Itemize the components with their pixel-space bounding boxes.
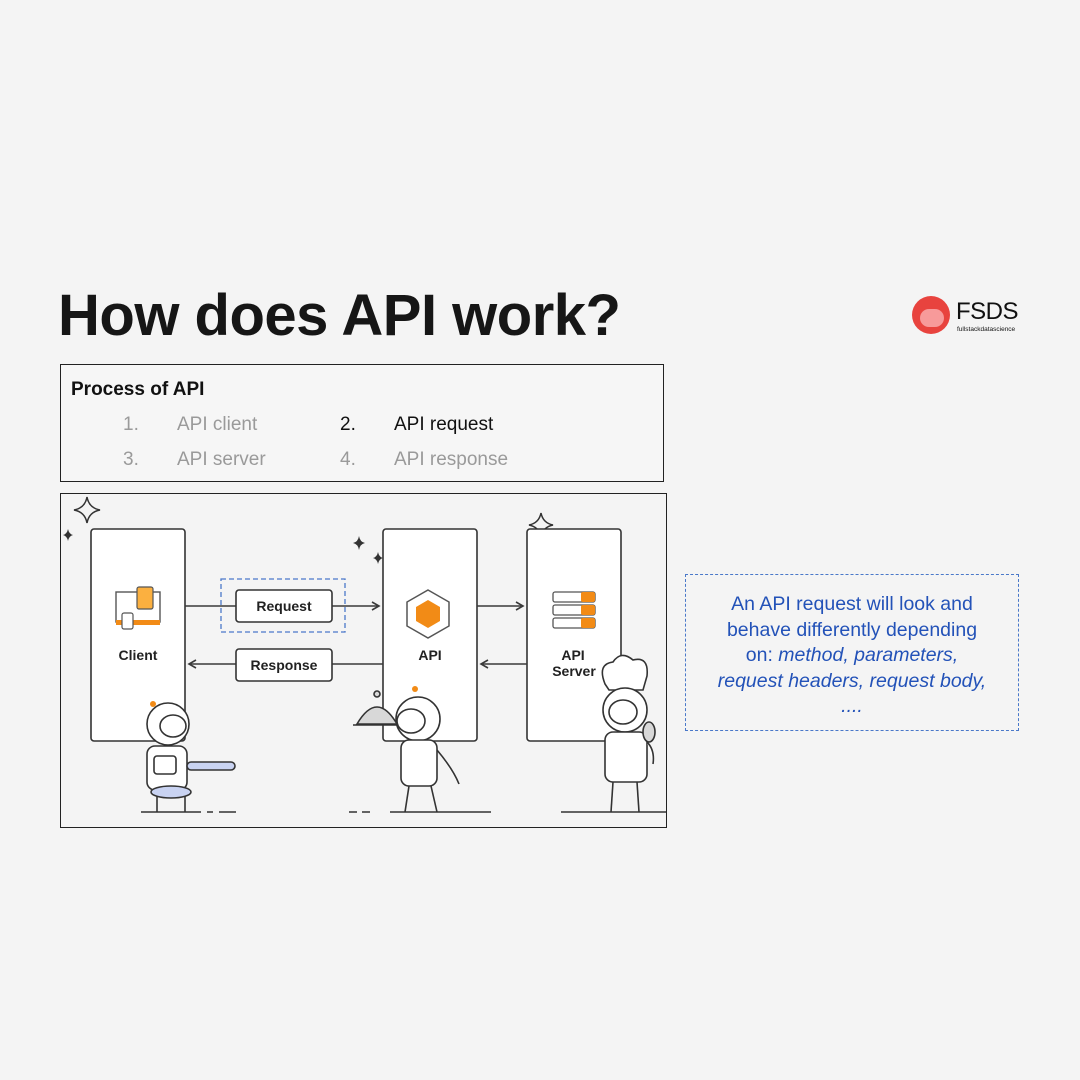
api-label: API	[418, 647, 441, 663]
request-tag	[235, 589, 333, 623]
note-line: An API request will look and	[731, 593, 973, 615]
note-line: request headers, request body,	[717, 669, 987, 692]
request-note: An API request will look and behave diff…	[685, 574, 1019, 731]
note-emphasis: method, parameters,	[778, 644, 959, 666]
server-rack-icon	[552, 591, 596, 629]
step-number: 4.	[340, 449, 356, 470]
process-heading: Process of API	[71, 379, 205, 400]
step-number: 3.	[123, 449, 139, 470]
sparkle-icon	[353, 536, 365, 550]
request-tag-label: Request	[256, 598, 312, 614]
page-title: How does API work?	[58, 283, 621, 348]
api-diagram: Client API API Server Request Respo	[60, 493, 667, 828]
server-label-line1: API	[561, 647, 584, 663]
hexagon-icon	[406, 589, 450, 639]
mascot-icon	[912, 296, 950, 334]
api-astronaut-illustration	[349, 686, 491, 813]
client-panel	[90, 528, 186, 742]
api-flow-illustration: Client API API Server Request Respo	[63, 496, 666, 813]
step-label: API client	[177, 414, 258, 435]
sparkle-icon	[63, 529, 73, 541]
note-line: behave differently depending	[726, 618, 978, 641]
note-line: on: method, parameters,	[686, 643, 1018, 669]
response-tag	[235, 648, 333, 682]
note-text: on:	[745, 644, 779, 666]
process-panel: Process of API 1. API client 2. API requ…	[60, 364, 664, 482]
step-label: API server	[177, 449, 266, 470]
response-tag-label: Response	[251, 657, 318, 673]
logo-wordmark: FSDS	[956, 298, 1019, 325]
step-number: 2.	[340, 414, 356, 435]
client-label: Client	[119, 647, 158, 663]
sparkle-icon	[73, 496, 101, 524]
server-chef-illustration	[561, 654, 666, 813]
step-label: API request	[394, 414, 494, 435]
step-label: API response	[394, 449, 509, 470]
client-astronaut-illustration	[141, 701, 236, 813]
sparkle-icon	[373, 552, 383, 564]
api-server-panel	[526, 528, 622, 742]
fsds-logo: FSDS fullstackdatascience	[912, 296, 1024, 338]
logo-subtitle: fullstackdatascience	[957, 326, 1016, 333]
devices-icon	[115, 586, 161, 630]
step-number: 1.	[123, 414, 139, 435]
note-line: ....	[841, 695, 863, 717]
server-label-line2: Server	[552, 663, 596, 679]
